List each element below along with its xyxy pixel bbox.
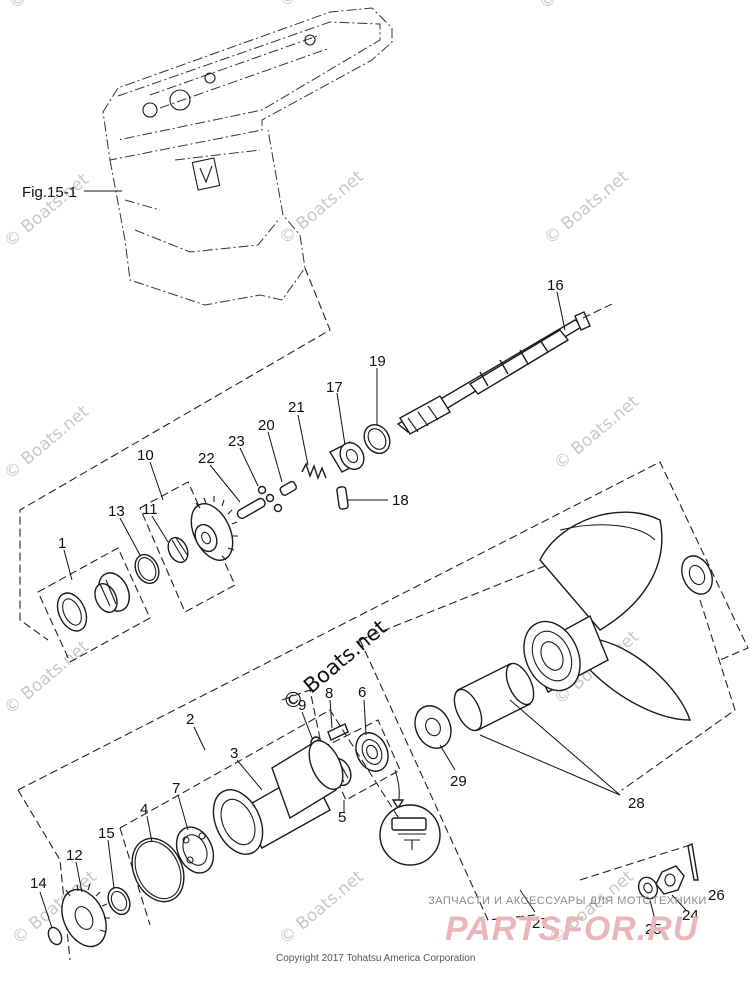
watermark: © Boats.net: [0, 170, 93, 252]
figure-ref-label: Fig.15-1: [22, 184, 77, 201]
tapered-bearing-1: [56, 572, 130, 632]
reverse-gear-12: [61, 883, 110, 948]
callout-28: 28: [628, 795, 645, 812]
callout-4: 4: [140, 801, 148, 818]
callout-13: 13: [108, 503, 125, 520]
callout-17: 17: [326, 379, 343, 396]
clutch-17: [329, 441, 365, 473]
propeller-28: [523, 511, 691, 721]
forward-gear-10: [190, 496, 238, 561]
watermark: © Boats.net: [550, 392, 643, 474]
ring-19: [363, 423, 391, 455]
callout-16: 16: [547, 277, 564, 294]
ball-bearing-7: [175, 826, 215, 874]
watermark: © Boats.net: [0, 637, 93, 719]
callout-1: 1: [58, 535, 66, 552]
cotter-pin-26: [687, 842, 699, 881]
callout-27: 27: [532, 915, 549, 932]
callout-15: 15: [98, 825, 115, 842]
watermark: © Boats.net: [540, 167, 633, 249]
needle-bearing-11: [167, 536, 189, 564]
callout-18: 18: [392, 492, 409, 509]
callout-9: 9: [298, 697, 306, 714]
callout-22: 22: [198, 450, 215, 467]
washer-14: [47, 926, 63, 946]
leader-lines: [39, 291, 566, 929]
callout-23: 23: [228, 433, 245, 450]
banner-logo: PARTSFOR.RU: [445, 910, 699, 948]
spring-21: [301, 462, 327, 481]
shim-13: [134, 553, 160, 585]
oil-seal-6: [355, 732, 389, 772]
gear-case-housing: [102, 7, 393, 306]
pin-20: [279, 480, 298, 496]
watermark: © Boats.net: [275, 167, 368, 249]
callout-2: 2: [186, 711, 194, 728]
callout-24: 24: [682, 907, 699, 924]
pin-18: [336, 486, 349, 510]
callout-19: 19: [369, 353, 386, 370]
washer-25: [637, 876, 659, 900]
callout-11: 11: [142, 501, 158, 518]
propeller-shaft: [396, 311, 591, 435]
watermark-center: © Boats.net: [278, 615, 392, 716]
callout-25: 25: [645, 921, 662, 938]
callout-8: 8: [325, 685, 333, 702]
callout-numbers: 16 19 17 21 20 23 22 10 18 11 13 1 2 9 8…: [30, 277, 725, 938]
callout-10: 10: [137, 447, 154, 464]
spline-washer: [681, 555, 713, 595]
callout-6: 6: [358, 684, 366, 701]
bolt-8: [327, 723, 349, 741]
seal-detail-inset: [379, 769, 441, 866]
watermark: © Boats.net: [5, 0, 98, 14]
callout-3: 3: [230, 745, 238, 762]
watermark: © Boats.net: [275, 867, 368, 949]
callout-7: 7: [172, 780, 180, 797]
callout-21: 21: [288, 399, 305, 416]
callout-14: 14: [30, 875, 47, 892]
callout-5: 5: [338, 809, 346, 826]
callout-12: 12: [66, 847, 83, 864]
callout-26: 26: [708, 887, 725, 904]
thrust-washer-29: [414, 705, 452, 749]
shim-15: [107, 886, 131, 916]
copyright-text: Copyright 2017 Tohatsu America Corporati…: [276, 953, 475, 964]
nut-24: [655, 865, 685, 895]
banner-subtitle: ЗАПЧАСТИ И АКСЕССУАРЫ ДЛЯ МОТОТЕХНИКИ: [428, 895, 707, 907]
bearing-housing-3: [212, 738, 344, 855]
callout-29: 29: [450, 773, 467, 790]
plunger-22: [236, 497, 266, 520]
callout-20: 20: [258, 417, 275, 434]
watermark: © Boats.net: [0, 402, 93, 484]
spacer-sleeve: [453, 662, 535, 732]
watermark: © Boats.net: [535, 0, 628, 14]
